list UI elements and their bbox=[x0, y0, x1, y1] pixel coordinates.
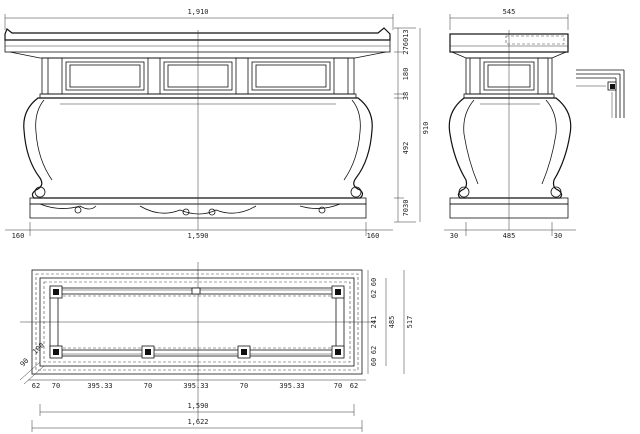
corner-detail bbox=[576, 69, 625, 118]
plan-right-mid: 241 bbox=[370, 316, 378, 329]
front-left-overhang: 160 bbox=[12, 232, 25, 240]
plan-span-1: 62 bbox=[32, 382, 40, 390]
side-top-width: 545 bbox=[503, 8, 516, 16]
plan-outer-depth: 517 bbox=[406, 316, 414, 329]
front-height-base: 7030 bbox=[402, 200, 410, 217]
plan-inner-width: 1,590 bbox=[187, 402, 208, 410]
plan-right-bottom-1: 62 bbox=[370, 346, 378, 354]
plan-span-2: 70 bbox=[52, 382, 60, 390]
front-right-overhang: 160 bbox=[367, 232, 380, 240]
plan-span-7: 395.33 bbox=[279, 382, 304, 390]
plan-right-top-2: 62 bbox=[370, 290, 378, 298]
plan-span-3: 395.33 bbox=[87, 382, 112, 390]
front-top-width: 1,910 bbox=[187, 8, 208, 16]
plan-inner-depth: 485 bbox=[388, 316, 396, 329]
front-height-top: 276013 bbox=[402, 29, 410, 54]
plan-span-4: 70 bbox=[144, 382, 152, 390]
front-height-body: 492 bbox=[402, 142, 410, 155]
plan-span-8: 70 bbox=[334, 382, 342, 390]
plan-right-bottom-2: 60 bbox=[370, 358, 378, 366]
plan-span-6: 70 bbox=[240, 382, 248, 390]
front-bottom-width: 1,590 bbox=[187, 232, 208, 240]
side-bottom-width: 485 bbox=[503, 232, 516, 240]
plan-corner-label-2: 100 bbox=[31, 341, 46, 356]
plan-span-5: 395.33 bbox=[183, 382, 208, 390]
side-left-offset: 30 bbox=[450, 232, 458, 240]
plan-span-9: 62 bbox=[350, 382, 358, 390]
plan-view: 90 100 62 70 395.33 70 395.33 70 395.33 … bbox=[19, 262, 414, 432]
side-right-offset: 30 bbox=[554, 232, 562, 240]
front-view: 1,910 bbox=[4, 8, 430, 240]
front-total-height: 910 bbox=[422, 122, 430, 135]
plan-right-top-1: 60 bbox=[370, 278, 378, 286]
front-height-frieze: 180 bbox=[402, 68, 410, 81]
side-view: 545 30 485 30 bbox=[444, 8, 576, 240]
plan-corner-label-1: 90 bbox=[19, 357, 31, 369]
front-height-waist: 38 bbox=[402, 92, 410, 100]
plan-outer-width: 1,622 bbox=[187, 418, 208, 426]
